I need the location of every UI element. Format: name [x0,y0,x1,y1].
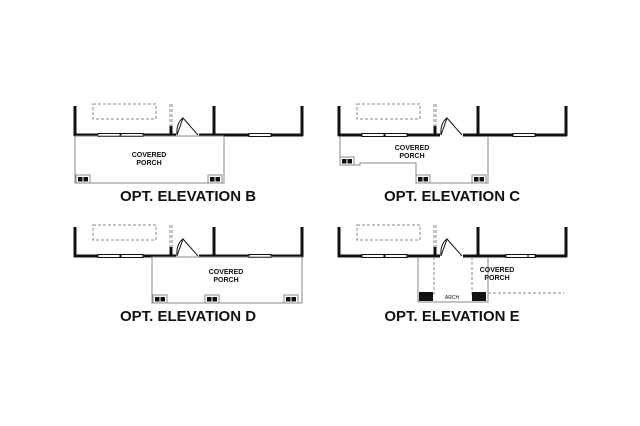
column [204,294,220,304]
column [152,294,168,304]
column [207,174,223,184]
porch-label-line1: COVERED [480,267,515,274]
column [75,174,91,184]
porch-label-line2: PORCH [136,160,161,167]
porch-label-line2: PORCH [213,277,238,284]
covered-porch [151,256,303,304]
porch-label-line2: PORCH [399,153,424,160]
plan-elevation-e: ARCH COVERED PORCH OPT. ELEVATION E [336,223,569,325]
column [471,174,487,184]
column [419,292,433,301]
porch-label-line1: COVERED [209,269,244,276]
covered-porch [74,135,225,184]
porch-label-line2: PORCH [484,275,509,282]
column [283,294,299,304]
elevation-label: OPT. ELEVATION C [384,188,520,205]
column [472,292,486,301]
porch-label-line1: COVERED [395,145,430,152]
elevation-label: OPT. ELEVATION E [384,308,519,325]
column [339,156,355,166]
covered-porch [417,257,489,303]
elevation-label: OPT. ELEVATION D [120,308,256,325]
plan-elevation-b: COVERED PORCH OPT. ELEVATION B [72,102,305,205]
porch-label-line1: COVERED [132,152,167,159]
elevation-label: OPT. ELEVATION B [120,188,256,205]
plan-elevation-c: COVERED PORCH OPT. ELEVATION C [336,102,569,205]
plan-elevation-d: COVERED PORCH OPT. ELEVATION D [72,223,305,325]
arch-label: ARCH [445,295,460,301]
column [415,174,431,184]
